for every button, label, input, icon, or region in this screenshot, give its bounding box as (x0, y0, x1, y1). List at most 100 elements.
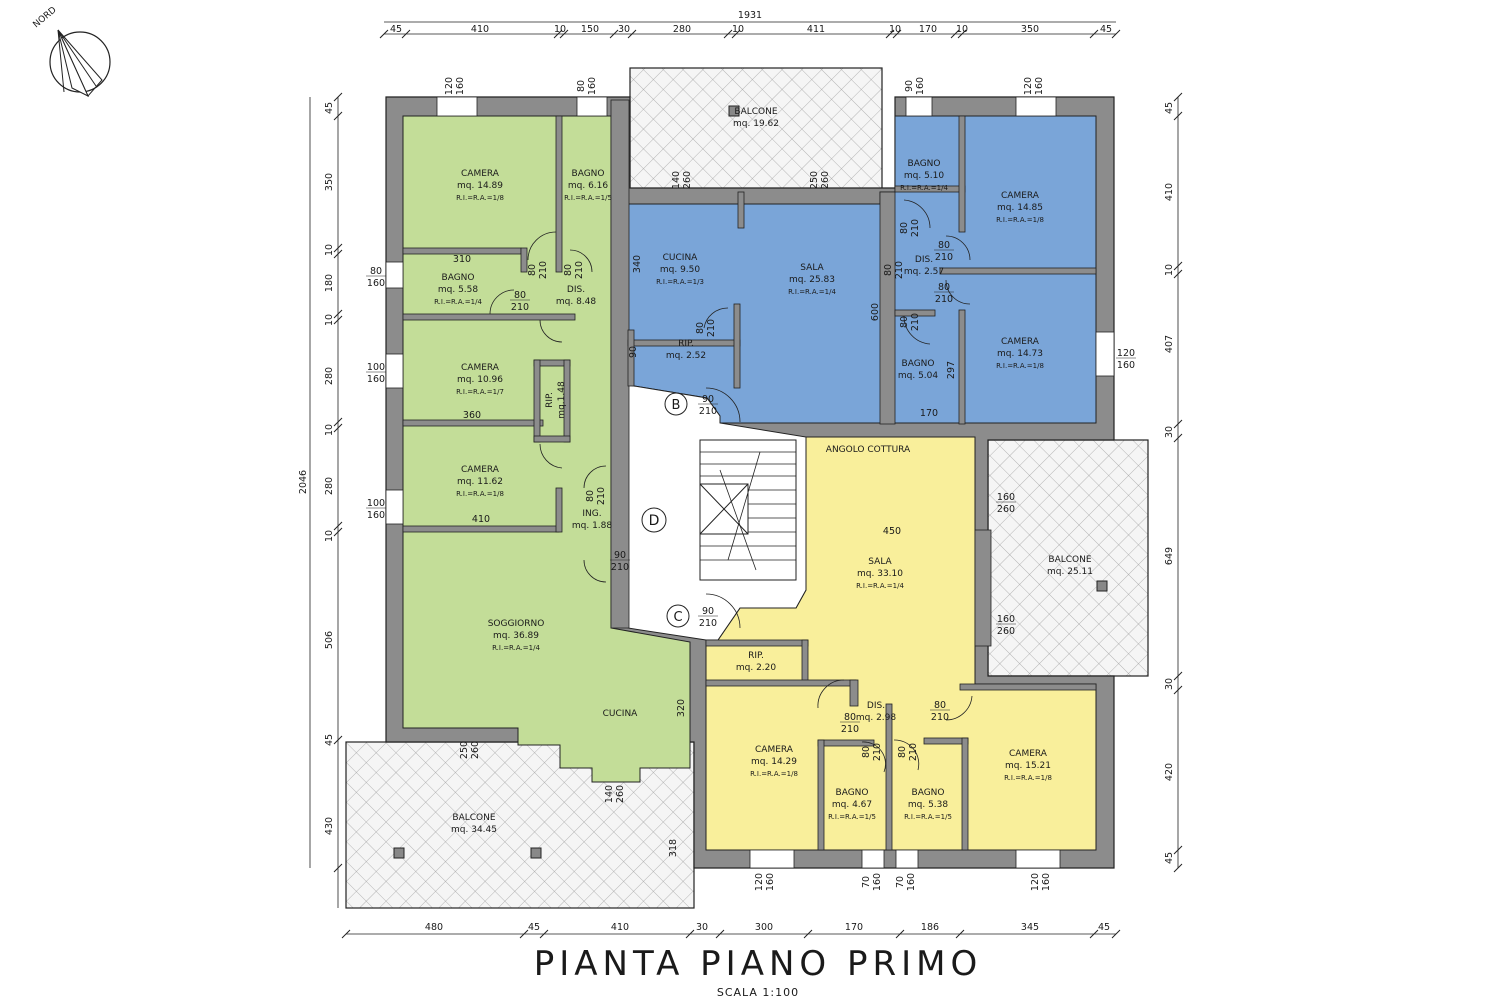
dimension-tick (553, 29, 563, 39)
room-ratio: R.I.=R.A.=1/8 (996, 216, 1044, 224)
dimension-value: 407 (1164, 335, 1175, 353)
room-area: mq. 14.85 (997, 203, 1043, 213)
room-cucina-a: CUCINA (603, 709, 639, 719)
room-area: mq. 2.57 (904, 267, 944, 277)
dimension-tick (731, 29, 741, 39)
opening-height: 210 (706, 319, 717, 337)
opening-width: 90 (904, 80, 915, 92)
dimension-value: 280 (324, 367, 335, 385)
room-name: BAGNO (442, 273, 475, 283)
dimension-value: 430 (324, 817, 335, 835)
room-area: mq. 34.45 (451, 825, 497, 835)
opening-height: 210 (935, 252, 953, 263)
room-ing-a: ING. mq. 1.88 (572, 509, 613, 531)
opening-width: 100 (367, 362, 385, 373)
room-area: mq. 14.29 (751, 757, 797, 767)
room-ratio: R.I.=R.A.=1/7 (456, 388, 504, 396)
opening-height: 260 (820, 171, 831, 189)
dimension-value: 280 (673, 24, 691, 35)
opening-height: 210 (611, 562, 629, 573)
dimension-tick (1173, 419, 1183, 429)
opening-height: 260 (470, 741, 481, 759)
room-name: DIS. (915, 255, 933, 265)
dimension-value: 410 (472, 514, 490, 525)
opening-height: 210 (908, 743, 919, 761)
opening-height: 210 (931, 712, 949, 723)
dimension-value: 30 (1164, 426, 1175, 438)
room-area: mq. 2.52 (666, 351, 706, 361)
dimension-value: 30 (696, 922, 708, 933)
dimension-tick (1173, 845, 1183, 855)
dimension-value: 45 (324, 102, 335, 114)
dimension-value: 10 (324, 244, 335, 256)
dimension-value: 10 (324, 424, 335, 436)
pillar (393, 847, 405, 859)
room-ratio: R.I.=R.A.=1/3 (656, 278, 704, 286)
dimension-value: 2046 (298, 470, 309, 494)
room-name: BAGNO (836, 788, 869, 798)
opening-width: 80 (861, 746, 872, 758)
dimension-tick (333, 417, 343, 427)
opening-height: 160 (367, 278, 385, 289)
room-area: mq. 11.62 (457, 477, 503, 487)
dimension-value: 350 (1021, 24, 1039, 35)
room-name: DIS. (867, 701, 885, 711)
dimension-value: 345 (1021, 922, 1039, 933)
entrance-b-label: B (672, 398, 681, 413)
opening-width: 80 (527, 264, 538, 276)
dimension-value: 45 (390, 24, 402, 35)
room-area: mq. 14.89 (457, 181, 503, 191)
opening-width: 70 (861, 876, 872, 888)
dimension-value: 10 (324, 530, 335, 542)
opening-width: 120 (1023, 77, 1034, 95)
door-swings (489, 199, 973, 773)
room-ratio: R.I.=R.A.=1/4 (434, 298, 482, 306)
dimension-tick (539, 929, 549, 939)
opening-height: 210 (872, 743, 883, 761)
dimension-value: 410 (1164, 183, 1175, 201)
dimension-value: 297 (946, 361, 957, 379)
room-camera-c1: CAMERA mq. 14.29R.I.=R.A.=1/8 (750, 745, 798, 778)
opening-height: 160 (1117, 360, 1135, 371)
dimension-value: 45 (324, 734, 335, 746)
entrance-d-marker (641, 507, 667, 533)
dimension-value: 10 (732, 24, 744, 35)
dimension-value: 480 (425, 922, 443, 933)
room-ratio: R.I.=R.A.=1/5 (828, 813, 876, 821)
balcony-north (629, 67, 883, 193)
room-area: mq. 5.04 (898, 371, 939, 381)
room-area: mq. 1.88 (572, 521, 613, 531)
dimension-tick (803, 929, 813, 939)
opening-width: 120 (1030, 873, 1041, 891)
dimension-value: 150 (581, 24, 599, 35)
dimension-value: 420 (1164, 763, 1175, 781)
room-name: BAGNO (912, 788, 945, 798)
room-name: CAMERA (755, 745, 794, 755)
dimension-tick (723, 29, 733, 39)
room-name: CAMERA (1001, 191, 1040, 201)
room-area: mq. 6.16 (568, 181, 609, 191)
apartment-a (402, 115, 691, 783)
room-name: ING. (582, 509, 601, 519)
dimension-tick (559, 29, 569, 39)
room-ratio: R.I.=R.A.=1/8 (1004, 774, 1052, 782)
opening-height: 260 (682, 171, 693, 189)
room-ratio: R.I.=R.A.=1/8 (750, 770, 798, 778)
dimension-tick (1173, 269, 1183, 279)
dimension-value: 350 (324, 173, 335, 191)
